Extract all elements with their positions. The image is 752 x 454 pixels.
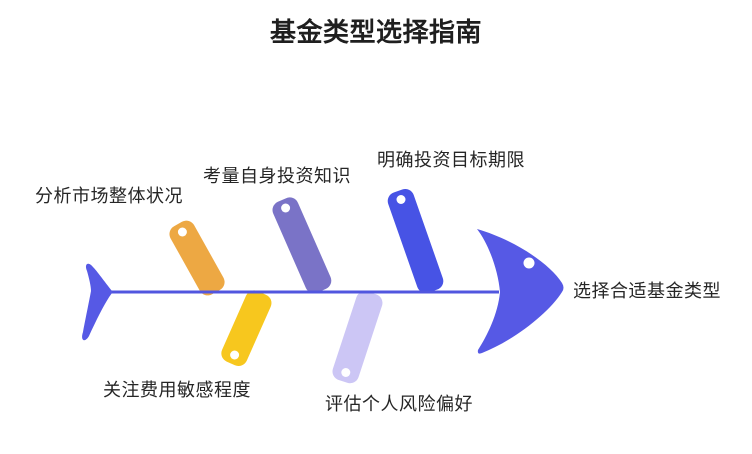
branch-label-fee-sensitivity: 关注费用敏感程度	[103, 380, 251, 401]
fish-tail	[82, 263, 112, 341]
fish-eye-icon	[523, 257, 535, 269]
branch-bone-fee-sensitivity	[221, 290, 272, 366]
branch-label-goal-horizon: 明确投资目标期限	[377, 150, 525, 171]
branch-dot-fee-sensitivity	[230, 350, 240, 360]
branch-label-risk-preference: 评估个人风险偏好	[325, 394, 473, 415]
branch-bone-investment-knowledge	[272, 197, 332, 294]
branch-bone-goal-horizon	[387, 189, 444, 294]
branch-bone-analyze-market	[169, 220, 225, 296]
branch-dot-goal-horizon	[396, 195, 406, 204]
diagram-title: 基金类型选择指南	[269, 18, 482, 48]
fish-head	[477, 229, 564, 354]
branch-label-analyze-market: 分析市场整体状况	[35, 186, 183, 207]
branch-bone-risk-preference	[332, 291, 383, 384]
branch-dot-risk-preference	[341, 368, 351, 377]
branch-dot-analyze-market	[177, 227, 187, 237]
branch-label-investment-knowledge: 考量自身投资知识	[203, 166, 351, 187]
branch-dot-investment-knowledge	[281, 203, 291, 213]
head-label-goal: 选择合适基金类型	[573, 281, 721, 302]
